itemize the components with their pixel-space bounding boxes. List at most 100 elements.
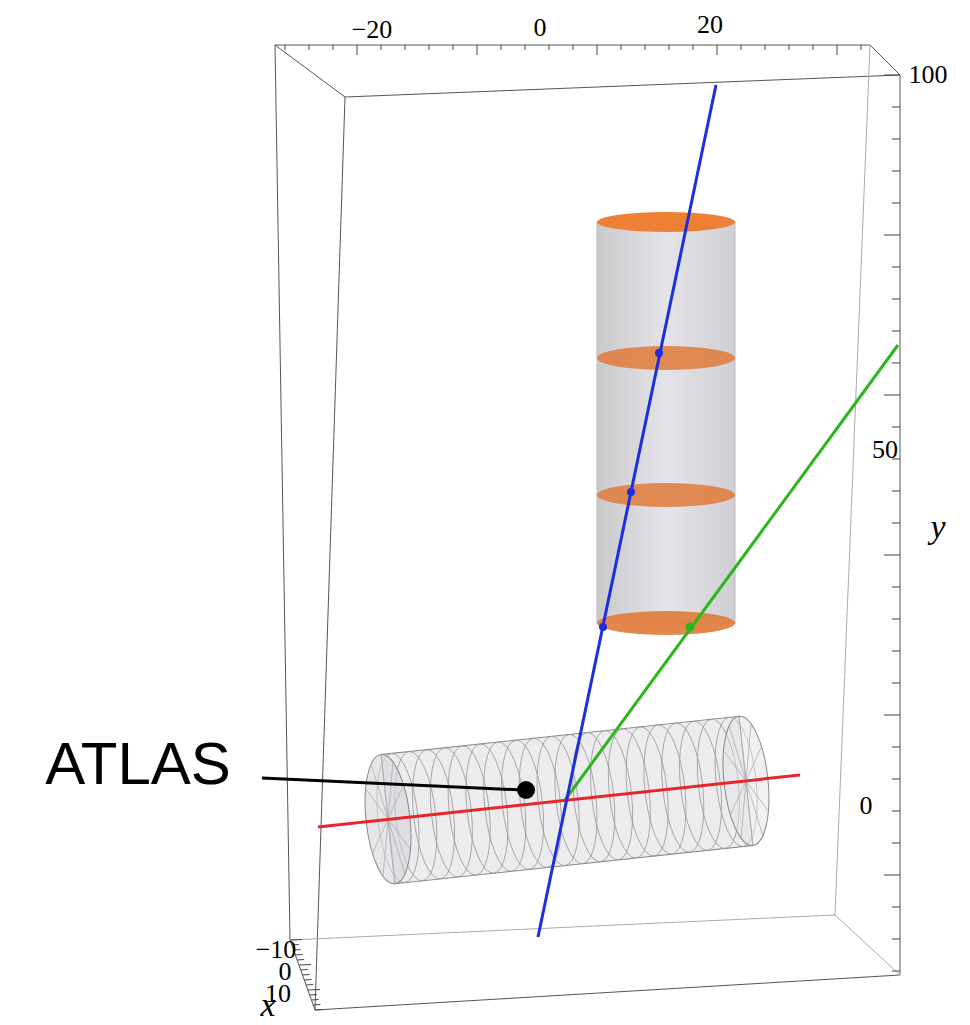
tick [892,971,900,972]
tick [297,959,304,961]
end-cap-spoke [735,781,752,838]
tick [306,984,313,986]
axis-ticks [285,45,900,1010]
tick [765,45,766,50]
tick [892,811,900,812]
tick [789,45,790,50]
tick-label: 0 [534,15,547,41]
bounding-box [275,45,900,1010]
tick [884,875,900,876]
tick [301,969,308,971]
end-cap-spoke [729,725,746,782]
end-cap-spoke [727,781,749,815]
end-cap-spoke [377,819,394,876]
tick [892,299,900,300]
tick [892,363,900,364]
tick [312,999,319,1001]
tick [477,45,478,55]
tick [285,45,286,50]
tick [892,939,900,940]
tick [501,45,502,50]
tick [884,235,900,236]
tick [645,45,646,50]
end-cap-spoke [724,749,746,783]
tick [892,747,900,748]
tick [621,45,622,50]
tick [333,45,334,50]
detector-cylinder [597,212,735,635]
end-cap-spoke [746,779,768,813]
end-cap-spoke [740,724,757,781]
axis-label: x [260,988,275,1022]
tick [837,45,838,55]
tick [741,45,742,50]
callout-label: ATLAS [45,734,231,794]
tick [892,843,900,844]
tick [549,45,550,50]
tick-label: 50 [872,437,898,463]
end-cap-spoke [381,754,388,819]
tick [405,45,406,50]
tick [892,139,900,140]
tick [304,979,311,981]
tick [892,651,900,652]
tick [309,45,310,50]
axis-label: y [930,510,945,544]
tick [453,45,454,50]
tick [892,331,900,332]
end-cap-spoke [385,785,407,819]
tick-label: 100 [909,62,948,88]
tick [861,45,862,50]
tick [357,45,358,55]
tick [315,1009,322,1011]
tick [892,779,900,780]
tick [693,45,694,50]
tick [669,45,670,50]
tick [573,45,574,50]
tick [884,395,900,396]
tick [295,954,302,956]
tick [892,683,900,684]
tick [717,45,718,55]
tick [892,491,900,492]
leader-line [262,778,522,790]
tick [892,427,900,428]
tick [884,555,900,556]
tick [597,45,598,55]
tick [892,523,900,524]
tick [892,267,900,268]
tick [884,715,900,716]
tick [813,45,814,50]
tick-label: −20 [352,17,393,43]
tick [892,171,900,172]
end-cap-spoke [743,747,765,781]
tick [892,203,900,204]
tick [303,974,310,976]
leader-dot [517,781,535,799]
end-cap-spoke [371,763,388,820]
tick [313,1004,320,1006]
hit-point [686,623,695,632]
tick [299,964,311,966]
tick [892,619,900,620]
end-cap-spoke [369,819,391,853]
end-cap-spoke [746,781,753,846]
tick [525,45,526,50]
tick [892,587,900,588]
tick [892,107,900,108]
end-cap-spoke [388,818,405,875]
blue-track [538,85,716,937]
end-cap-spoke [388,817,410,851]
end-cap-spoke [366,787,388,821]
end-cap-spoke [382,762,399,819]
tick [310,994,317,996]
tick-label: 0 [860,793,873,819]
hit-points [599,349,663,631]
tick [308,989,320,991]
tick [381,45,382,50]
end-cap-spoke [746,780,763,837]
end-cap-spoke [388,819,395,884]
end-cap-spoke [739,716,746,781]
